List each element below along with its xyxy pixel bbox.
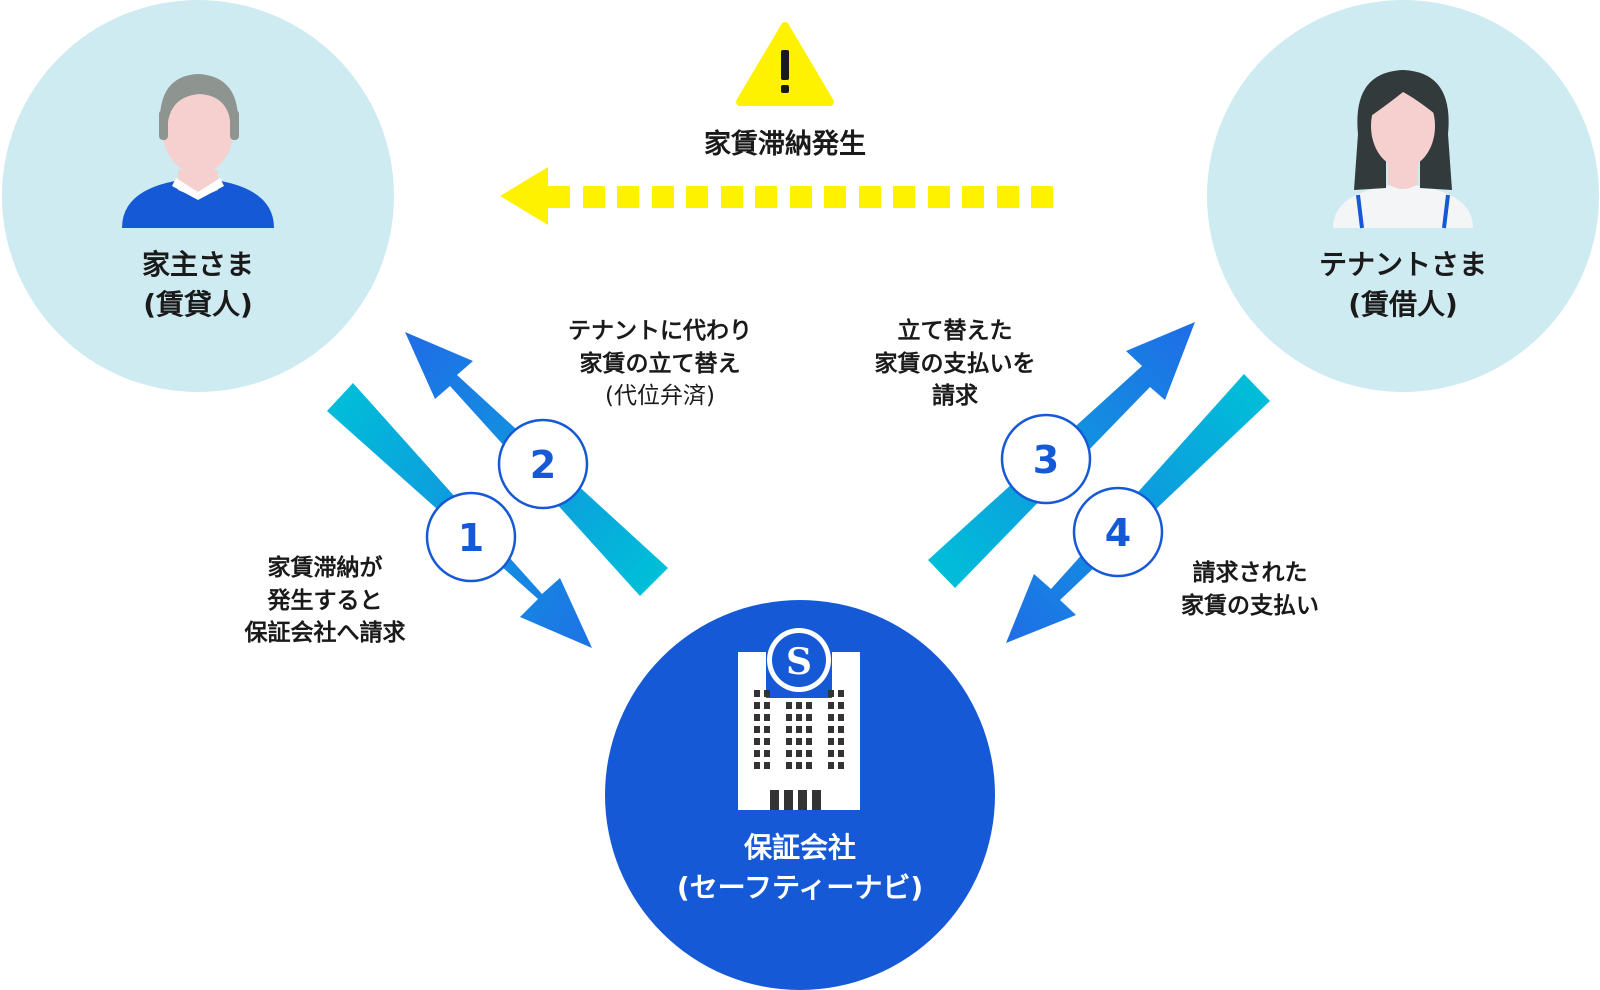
step-4-badge: 4 <box>1072 486 1164 578</box>
company-label: 保証会社 (セーフティーナビ) <box>620 828 980 908</box>
landlord-person-icon <box>122 74 274 228</box>
step-3-line-1: 立て替えた <box>897 318 1013 344</box>
step-1-line-3: 保証会社へ請求 <box>244 620 406 647</box>
tenant-role: (賃借人) <box>1348 287 1458 321</box>
step-3-line-2: 家賃の支払いを <box>874 350 1036 377</box>
step-2-badge: 2 <box>497 418 589 510</box>
step-2-note: (代位弁済) <box>605 383 715 410</box>
step-4-number: 4 <box>1105 511 1131 555</box>
company-role: (セーフティーナビ) <box>676 870 924 904</box>
delinquency-arrow <box>500 167 1053 225</box>
step-2-number: 2 <box>530 443 556 487</box>
warning-icon <box>736 22 834 106</box>
step-1-number: 1 <box>458 516 484 560</box>
step-1-badge: 1 <box>425 491 517 583</box>
tenant-label: テナントさま (賃借人) <box>1283 245 1523 325</box>
step-3-text: 立て替えた 家賃の支払いを 請求 <box>830 315 1080 413</box>
step-3-line-3: 請求 <box>932 383 978 410</box>
tenant-person-icon <box>1333 70 1473 229</box>
step-1-line-2: 発生すると <box>267 587 383 614</box>
step-4-line-1: 請求された <box>1192 560 1308 586</box>
company-building-icon: S <box>738 628 860 810</box>
step-3-number: 3 <box>1033 438 1059 482</box>
tenant-name: テナントさま <box>1318 248 1487 281</box>
company-name: 保証会社 <box>743 831 856 864</box>
step-2-line-2: 家賃の立て替え <box>579 350 741 377</box>
step-3-badge: 3 <box>1000 413 1092 505</box>
step-1-text: 家賃滞納が 発生すると 保証会社へ請求 <box>210 552 440 650</box>
alert-label: 家賃滞納発生 <box>704 129 866 160</box>
landlord-name: 家主さま <box>141 248 254 281</box>
step-4-line-2: 家賃の支払い <box>1181 592 1319 619</box>
step-4-text: 請求された 家賃の支払い <box>1135 557 1365 622</box>
landlord-role: (賃貸人) <box>143 287 253 321</box>
step-2-line-1: テナントに代わり <box>568 318 752 344</box>
landlord-label: 家主さま (賃貸人) <box>98 245 298 325</box>
step-2-text: テナントに代わり 家賃の立て替え (代位弁済) <box>530 315 790 413</box>
step-1-line-1: 家賃滞納が <box>267 555 383 581</box>
svg-text:S: S <box>786 641 812 683</box>
